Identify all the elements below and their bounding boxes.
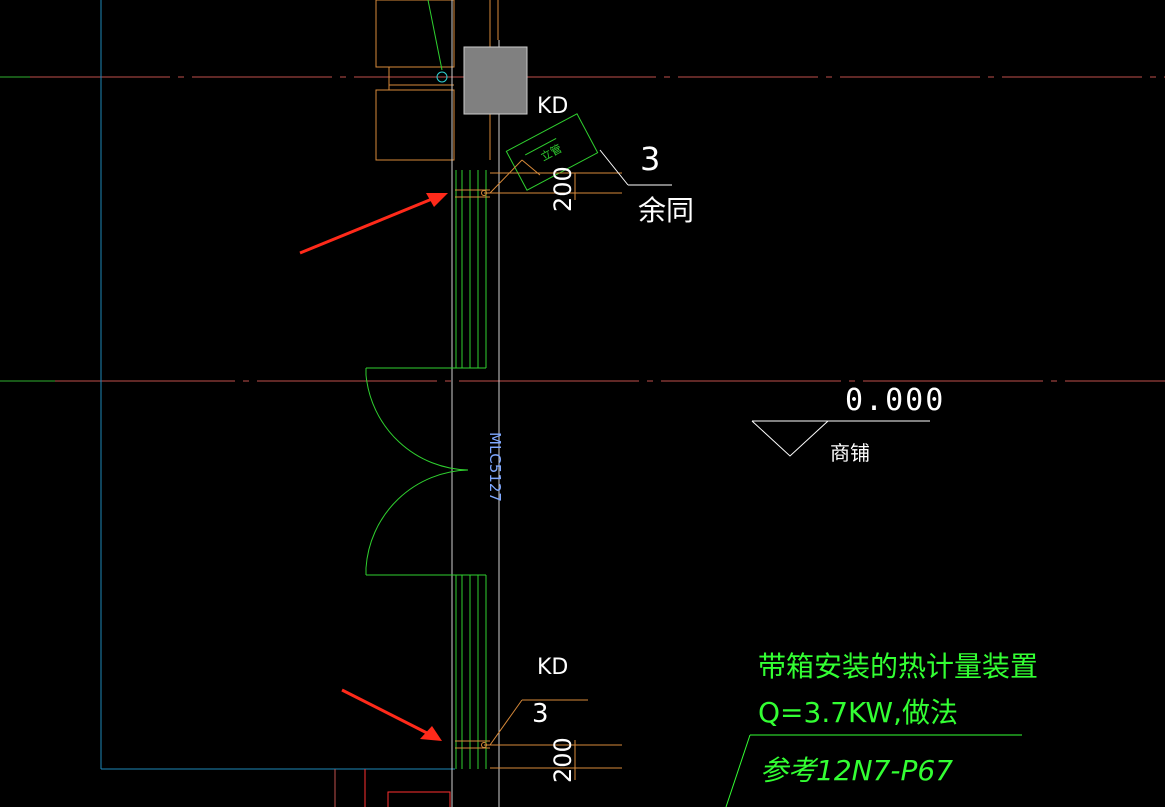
green-window-lines	[365, 0, 487, 769]
note-line-2: Q=3.7KW,做法	[758, 696, 958, 729]
note-frame	[725, 734, 1022, 807]
red-bottom-structure	[334, 769, 451, 807]
top-kd-annotation	[455, 149, 672, 200]
kd-label-top: KD	[537, 94, 568, 119]
axis-lines	[0, 76, 1165, 382]
shop-label: 商铺	[830, 441, 870, 465]
kd-label-bottom: KD	[537, 655, 568, 680]
arrow-head-top-icon	[426, 193, 448, 207]
note-line-1: 带箱安装的热计量装置	[758, 650, 1038, 683]
dimension-top: 200	[549, 166, 577, 212]
yutong-label: 余同	[638, 194, 694, 227]
note-line-3: 参考12N7-P67	[760, 754, 953, 787]
elevation-value: 0.000	[845, 383, 945, 418]
tag-small-text: 立管	[538, 141, 564, 164]
white-walls	[451, 0, 500, 807]
red-arrows	[299, 193, 448, 741]
pipe-circle-marker	[436, 71, 448, 83]
number-label-bottom: 3	[532, 699, 549, 729]
bottom-kd-annotation	[455, 699, 622, 780]
arrow-head-bottom-icon	[420, 726, 442, 741]
cyan-walls	[100, 0, 455, 770]
dimension-bottom: 200	[549, 737, 577, 783]
door-code-label: MLC5127	[486, 432, 504, 502]
number-label-top: 3	[640, 140, 660, 178]
elevation-marker	[751, 420, 930, 457]
column-block	[463, 46, 528, 115]
